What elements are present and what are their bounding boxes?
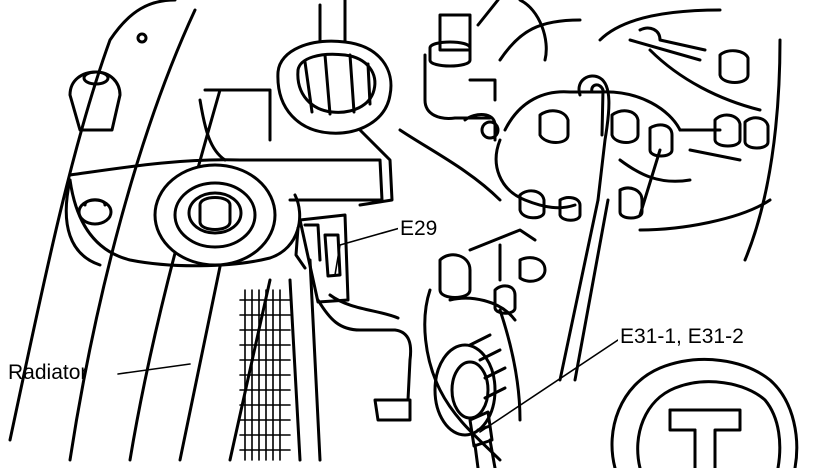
leader-lines xyxy=(117,227,619,433)
small-cap xyxy=(68,70,122,132)
dipstick xyxy=(558,74,611,382)
bolt-head xyxy=(136,32,148,44)
mounting-bracket xyxy=(64,158,384,268)
alternator xyxy=(423,228,547,462)
engine-cover-emblem xyxy=(610,357,799,468)
radiator-cap-housing xyxy=(198,0,394,207)
connector-e29 xyxy=(294,213,413,422)
label-radiator: Radiator xyxy=(8,361,88,384)
connector-e31 xyxy=(468,410,497,468)
cylinder-head xyxy=(494,90,742,222)
label-e31: E31-1, E31-2 xyxy=(618,325,746,348)
right-bolts xyxy=(598,8,782,262)
radiator xyxy=(8,0,322,462)
engine-upper xyxy=(398,0,582,202)
leader-e31 xyxy=(479,339,619,433)
radiator-fins xyxy=(239,289,291,461)
leader-e29 xyxy=(334,227,401,276)
label-e29: E29 xyxy=(398,217,440,240)
leader-radiator xyxy=(117,363,191,375)
